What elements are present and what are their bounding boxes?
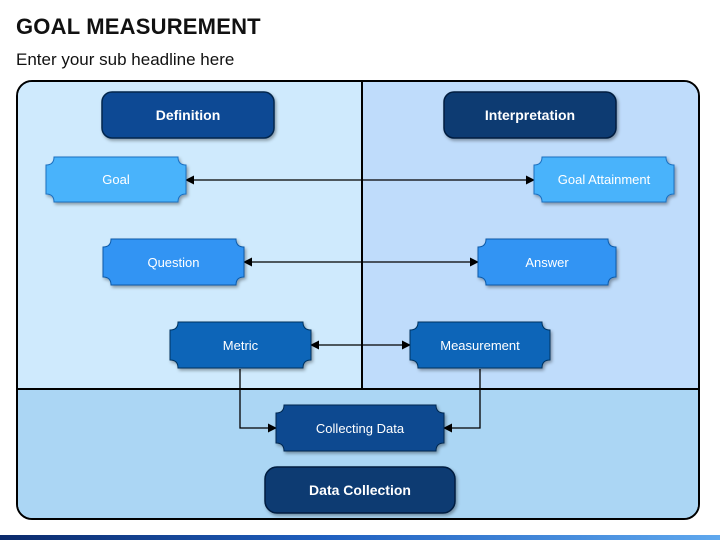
- measurement-node: [409, 321, 551, 369]
- data-collection-header-box: [264, 466, 456, 514]
- vertical-divider: [361, 82, 363, 389]
- question-node: [102, 238, 245, 286]
- footer-accent-bar: [0, 535, 720, 540]
- goal-attainment-node: [533, 156, 675, 203]
- metric-node: [169, 321, 312, 369]
- metric-to-collecting-connector: [239, 369, 277, 433]
- goal-node: [45, 156, 187, 203]
- page-subtitle: Enter your sub headline here: [16, 50, 235, 69]
- definition-header-box: [101, 91, 275, 139]
- horizontal-divider: [18, 388, 698, 390]
- collecting-data-node: [275, 404, 445, 452]
- interpretation-header-box: [443, 91, 617, 139]
- page-title: GOAL MEASUREMENT: [16, 14, 261, 39]
- measurement-to-collecting-connector: [443, 369, 481, 433]
- answer-node: [477, 238, 617, 286]
